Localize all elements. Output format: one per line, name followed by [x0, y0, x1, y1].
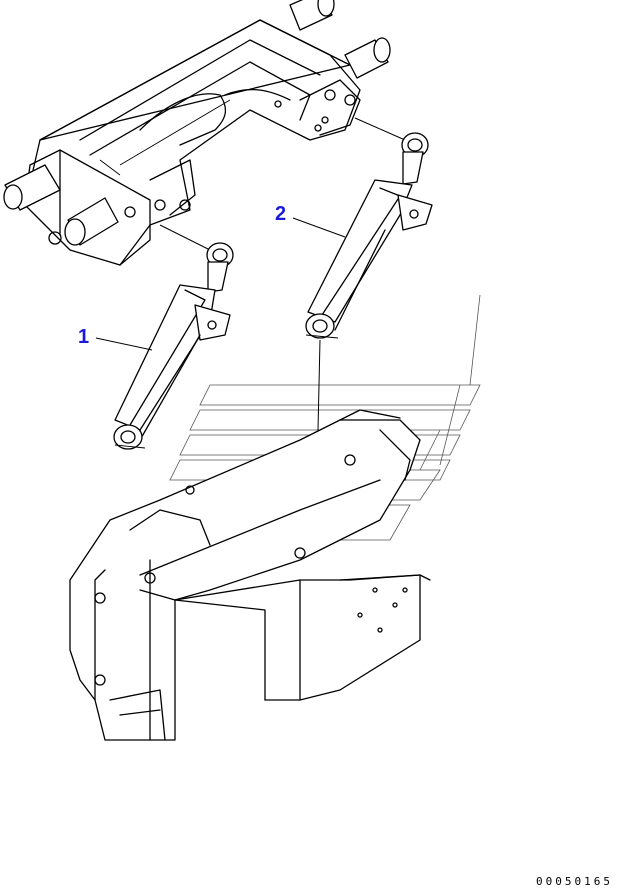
assembly-lines [159, 117, 406, 451]
leader-line-1 [95, 337, 153, 351]
steering-cylinder-2 [305, 132, 433, 339]
drawing-number: 00050165 [536, 875, 613, 888]
callout-part-1[interactable]: 1 [78, 326, 90, 348]
steering-cylinder-1 [113, 242, 234, 450]
front-frame [69, 409, 431, 741]
axle-frame [3, 0, 391, 266]
callout-part-2[interactable]: 2 [275, 203, 287, 225]
leader-line-2 [292, 217, 346, 238]
